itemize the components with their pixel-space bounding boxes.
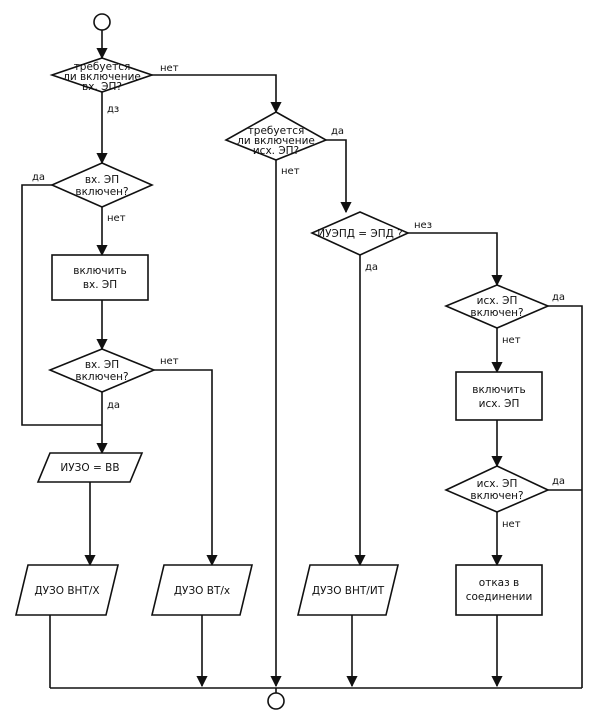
decision-iuepd: ИУЭПД = ЭПД ? [310, 211, 410, 256]
io-duzo-int: ДУЗО ВНТ/ИТ [296, 564, 400, 616]
decision-out-required-line-1: требуется [248, 125, 305, 137]
edge-label-q-out-no: нет [281, 166, 300, 177]
edge-iuepd-no [400, 232, 503, 287]
edge-label-out-on-2-no: нет [502, 519, 521, 530]
io-iuzo-vv-label: ИУЗО = ВВ [60, 462, 119, 474]
edge-q1-no [152, 74, 282, 114]
io-duzo-vnt-label: ДУЗО ВНТ/Х [34, 585, 99, 597]
connectors [21, 30, 583, 693]
edge-labels: нет дз да нет нет да да нет нез да да не… [32, 63, 565, 530]
decision-in-required-line-2: ли включение [63, 71, 141, 83]
decision-out-on-1-line-1: исх. ЭП [477, 295, 518, 307]
action-enable-out: включить исх. ЭП [455, 371, 543, 421]
decision-in-on-2-line-2: включен? [75, 371, 128, 383]
edge-out-on-1-yes [548, 305, 583, 688]
decision-in-on-2-line-1: вх. ЭП [85, 359, 119, 371]
action-enable-in-line-1: включить [73, 265, 126, 277]
edge-label-in-on-1-yes: да [32, 172, 45, 183]
edge-label-out-on-1-no: нет [502, 335, 521, 346]
edge-label-iuepd-yes: да [365, 262, 378, 273]
edge-label-out-on-2-yes: да [552, 476, 565, 487]
decision-out-on-2-line-1: исх. ЭП [477, 478, 518, 490]
decision-out-on-1-line-2: включен? [470, 307, 523, 319]
io-duzo-vt: ДУЗО ВТ/х [150, 564, 254, 616]
action-enable-in: включить вх. ЭП [51, 254, 149, 301]
decision-out-required-line-3: исх. ЭП? [253, 145, 299, 157]
decision-in-on-1-line-2: включен? [75, 186, 128, 198]
decision-iuepd-label: ИУЭПД = ЭПД ? [317, 228, 403, 240]
edge-label-q1-yes: дз [107, 104, 119, 115]
edge-label-in-on-1-no: нет [107, 213, 126, 224]
edge-q-out-yes [326, 139, 352, 214]
decision-in-required-line-3: вх. ЭП? [82, 81, 122, 93]
edge-label-in-on-2-yes: да [107, 400, 120, 411]
start-terminal [93, 13, 111, 31]
edge-in-on-2-no [154, 369, 218, 567]
decision-out-on-2-line-2: включен? [470, 490, 523, 502]
action-refuse: отказ в соединении [455, 564, 543, 616]
edge-label-out-on-1-yes: да [552, 292, 565, 303]
edge-label-q-out-yes: да [331, 126, 344, 137]
decision-out-required-line-2: ли включение [237, 135, 315, 147]
decision-in-required-line-1: требуется [74, 61, 131, 73]
decision-in-on-1-line-1: вх. ЭП [85, 174, 119, 186]
edge-in-on-1-yes [21, 184, 102, 426]
io-duzo-int-label: ДУЗО ВНТ/ИТ [312, 585, 385, 597]
edge-label-in-on-2-no: нет [160, 356, 179, 367]
action-enable-out-line-1: включить [472, 384, 525, 396]
edge-label-q1-no: нет [160, 63, 179, 74]
io-iuzo-vv: ИУЗО = ВВ [36, 452, 144, 483]
io-duzo-vnt: ДУЗО ВНТ/Х [14, 564, 120, 616]
action-enable-in-line-2: вх. ЭП [83, 279, 117, 291]
action-refuse-line-1: отказ в [479, 577, 519, 589]
action-enable-out-line-2: исх. ЭП [479, 398, 520, 410]
end-terminal [267, 692, 285, 710]
io-duzo-vt-label: ДУЗО ВТ/х [174, 585, 230, 597]
edge-label-iuepd-no: нез [414, 220, 432, 231]
action-refuse-line-2: соединении [466, 591, 533, 603]
